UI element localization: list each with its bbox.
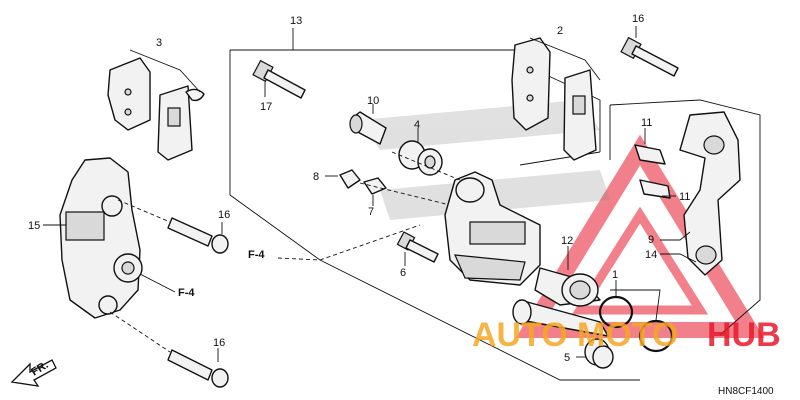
caliper-body-center [391, 151, 541, 286]
mounting-bolt-16-mid [117, 199, 229, 254]
callout-8: 8 [313, 171, 319, 183]
callout-16-top: 16 [632, 13, 644, 25]
reference-tag-f4-center: F-4 [248, 249, 265, 261]
callout-16-low: 16 [213, 337, 225, 349]
bleeder-cap-7 [363, 177, 387, 206]
piston-lower [512, 299, 609, 337]
pad-clip-11 [634, 128, 676, 199]
sleeve-10 [349, 104, 387, 145]
front-direction-arrow [10, 359, 57, 387]
callout-11-mid: 11 [679, 191, 690, 203]
caliper-bolt-17 [252, 59, 306, 99]
piston-seal-1 [598, 280, 674, 353]
callout-12: 12 [561, 235, 573, 247]
boot-4 [398, 128, 443, 176]
bleeder-8 [325, 169, 361, 189]
callout-2: 2 [557, 25, 563, 37]
callout-17: 17 [260, 101, 272, 113]
watermark-logo: AUTO MOTO HUB [472, 316, 781, 354]
callout-1: 1 [612, 269, 618, 281]
callout-9: 9 [648, 234, 654, 246]
diagram-code: HN8CF1400 [718, 386, 774, 397]
reference-tag-f4-left: F-4 [178, 287, 195, 299]
bolt-6 [396, 231, 439, 266]
brake-pad-left-set [107, 49, 205, 161]
callout-6: 6 [400, 267, 406, 279]
callout-11-top: 11 [641, 117, 652, 129]
callout-7: 7 [368, 206, 374, 218]
callout-5: 5 [564, 352, 570, 364]
callout-4: 4 [414, 119, 420, 131]
mounting-bolt-16-low [109, 311, 229, 388]
callout-16-mid: 16 [218, 209, 230, 221]
watermark-hub: HUB [707, 316, 781, 354]
dust-boot-5 [576, 338, 614, 369]
bracket-leader [660, 231, 697, 263]
callout-10: 10 [367, 95, 379, 107]
callout-15: 15 [28, 220, 40, 232]
callout-3: 3 [156, 37, 162, 49]
caliper-bracket [679, 111, 741, 276]
watermark-moto: MOTO [577, 316, 678, 354]
callout-14: 14 [645, 249, 657, 261]
piston-12 [534, 246, 601, 307]
callout-13: 13 [290, 15, 302, 27]
caliper-assembly-15 [43, 157, 176, 319]
brake-pad-right-set [511, 37, 601, 161]
mounting-bolt-16-top [620, 26, 679, 77]
watermark-auto: AUTO [472, 316, 568, 354]
